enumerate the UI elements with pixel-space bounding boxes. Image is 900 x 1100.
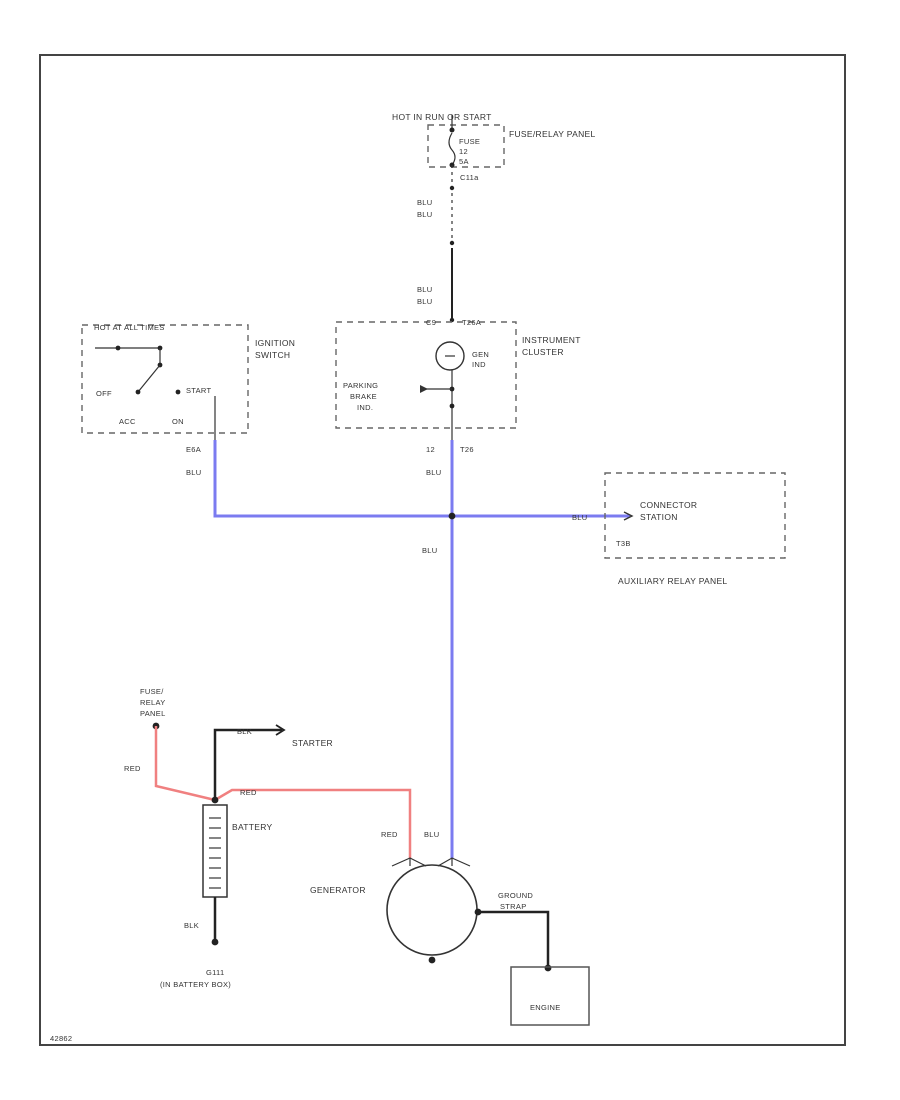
starter-wire bbox=[213, 728, 282, 800]
hot-at-all-times-label: HOT AT ALL TIMES bbox=[94, 323, 165, 332]
red-wire-battery-to-generator bbox=[214, 788, 412, 858]
gen-ind-label-line1: GEN bbox=[472, 350, 489, 359]
red-wire-fuse-panel-to-battery bbox=[154, 726, 216, 802]
fuse-relay-panel-label-top: FUSE/RELAY PANEL bbox=[509, 129, 596, 139]
switch-contact bbox=[115, 345, 121, 351]
fuse-label: FUSE bbox=[459, 137, 480, 146]
connector-pin bbox=[449, 317, 455, 323]
ignition-terminal-label: E6A bbox=[186, 445, 201, 454]
gen-indicator-lamp-icon bbox=[435, 341, 465, 371]
ground-strap-wire bbox=[478, 910, 550, 968]
generator-terminals bbox=[391, 857, 471, 867]
cluster-terminal-left: C9 bbox=[426, 318, 436, 327]
ignition-switch-outline bbox=[81, 324, 249, 434]
instrument-cluster-label-line1: INSTRUMENT bbox=[522, 335, 581, 345]
starter-wire-color-label: BLK bbox=[237, 727, 252, 736]
wire-color-label: BLU bbox=[417, 297, 433, 306]
connector-station-label-line2: STATION bbox=[640, 512, 678, 522]
switch-position-off: OFF bbox=[96, 389, 112, 398]
switch-contact bbox=[175, 389, 181, 395]
ignition-switch: HOT AT ALL TIMES IGNITION SWITCH OFF STA… bbox=[81, 323, 295, 440]
fuse-number: 12 bbox=[459, 147, 468, 156]
auxiliary-relay-panel-label: AUXILIARY RELAY PANEL bbox=[618, 576, 727, 586]
generator-label: GENERATOR bbox=[310, 885, 366, 895]
blue-wire-ignition-to-connector bbox=[213, 440, 630, 518]
red-wire-color-label: RED bbox=[124, 764, 141, 773]
cluster-wire-color-label: BLU bbox=[426, 468, 442, 477]
battery-positive-terminal bbox=[211, 796, 219, 804]
connector-terminal-label: T3B bbox=[616, 539, 631, 548]
generator-red-wire-label: RED bbox=[381, 830, 398, 839]
diagram-code: 42862 bbox=[50, 1034, 72, 1043]
engine-label: ENGINE bbox=[530, 1003, 561, 1012]
fuse-relay-panel-label-line1: FUSE/ bbox=[140, 687, 164, 696]
fuse-relay-panel-label-line2: RELAY bbox=[140, 698, 166, 707]
generator-case-ground bbox=[428, 956, 436, 964]
wire-color-label: BLU bbox=[417, 198, 433, 207]
engine-ground-point bbox=[544, 964, 552, 972]
battery-ground-wire-color-label: BLK bbox=[184, 921, 199, 930]
connector-pin bbox=[449, 185, 455, 191]
fuse-relay-panel-top: HOT IN RUN OR START FUSE/RELAY PANEL FUS… bbox=[392, 112, 596, 182]
parking-brake-label-line2: BRAKE bbox=[350, 392, 377, 401]
battery-case bbox=[202, 804, 228, 898]
diagram-frame bbox=[39, 54, 846, 1046]
fuse-rating: 5A bbox=[459, 157, 469, 166]
engine-box bbox=[510, 966, 590, 1026]
instrument-cluster: C9 T26A INSTRUMENT CLUSTER GEN IND PARKI… bbox=[335, 318, 581, 440]
starter-label: STARTER bbox=[292, 738, 333, 748]
battery-icon bbox=[202, 804, 228, 898]
connector-station-outline bbox=[604, 472, 786, 559]
cluster-terminal-right: T26A bbox=[462, 318, 481, 327]
cluster-bottom-terminal-left: 12 bbox=[426, 445, 435, 454]
vertical-wire-color-label: BLU bbox=[422, 546, 438, 555]
generator-blu-wire-label: BLU bbox=[424, 830, 440, 839]
switch-position-acc: ACC bbox=[119, 417, 136, 426]
battery-label: BATTERY bbox=[232, 822, 273, 832]
switch-position-start: START bbox=[186, 386, 212, 395]
red-wire-color-label: RED bbox=[240, 788, 257, 797]
instrument-cluster-outline bbox=[335, 321, 517, 429]
ignition-switch-label-line1: IGNITION bbox=[255, 338, 295, 348]
ground-label-line1: G111 bbox=[206, 968, 224, 977]
generator-body bbox=[386, 864, 478, 956]
wire-color-label: BLU bbox=[417, 285, 433, 294]
parking-brake-diode-icon bbox=[420, 385, 428, 393]
switch-contact bbox=[135, 389, 141, 395]
ground-label-line2: (IN BATTERY BOX) bbox=[160, 980, 231, 989]
fuse-terminal-label: C11a bbox=[460, 173, 479, 182]
wire-color-label: BLU bbox=[417, 210, 433, 219]
connector-pin bbox=[449, 240, 455, 246]
splice-junction bbox=[448, 512, 456, 520]
fuse-box-outline bbox=[427, 124, 505, 168]
switch-position-on: ON bbox=[172, 417, 184, 426]
connector-station-label-line1: CONNECTOR bbox=[640, 500, 697, 510]
connector-arrow-icon bbox=[623, 511, 634, 521]
fuse-relay-panel-label-line3: PANEL bbox=[140, 709, 166, 718]
gen-ind-label-line2: IND bbox=[472, 360, 486, 369]
ground-strap-label-line2: STRAP bbox=[500, 902, 527, 911]
connector-station: CONNECTOR STATION T3B bbox=[604, 472, 786, 559]
generator-icon bbox=[386, 857, 482, 964]
hot-in-run-label: HOT IN RUN OR START bbox=[392, 112, 492, 122]
fuse-top-terminal bbox=[449, 127, 455, 133]
switch-arm-icon bbox=[137, 364, 161, 393]
parking-brake-label-line1: PARKING bbox=[343, 381, 378, 390]
connector-wire-color-label: BLU bbox=[572, 513, 588, 522]
ground-point bbox=[211, 938, 219, 946]
instrument-cluster-label-line2: CLUSTER bbox=[522, 347, 564, 357]
parking-brake-label-line3: IND. bbox=[357, 403, 373, 412]
cluster-junction bbox=[449, 403, 455, 409]
fuse-icon bbox=[448, 132, 456, 166]
ignition-switch-label-line2: SWITCH bbox=[255, 350, 290, 360]
ignition-wire-color-label: BLU bbox=[186, 468, 202, 477]
starter-arrow-icon bbox=[275, 724, 286, 736]
cluster-bottom-terminal-right: T26 bbox=[460, 445, 474, 454]
ground-strap-label-line1: GROUND bbox=[498, 891, 533, 900]
